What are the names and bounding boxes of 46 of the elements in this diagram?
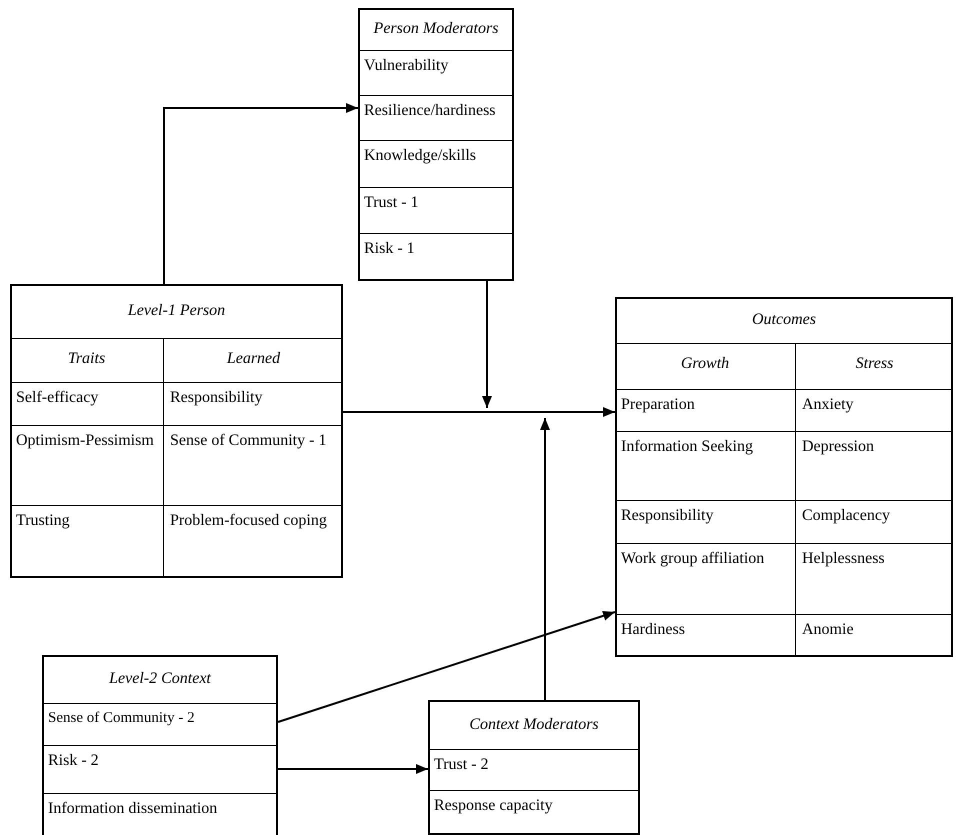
- factor-row: Helplessness: [796, 543, 953, 614]
- factor-row: Knowledge/skills: [358, 140, 514, 187]
- factor-row: Anomie: [796, 614, 953, 657]
- arrow: [540, 418, 550, 700]
- box-title: Level-1 Person: [126, 301, 226, 321]
- factor-row: Complacency: [796, 500, 953, 543]
- factor-row: Risk - 1: [358, 233, 514, 281]
- factor-row: Response capacity: [428, 790, 640, 835]
- factor-row: Anxiety: [796, 389, 953, 431]
- factor-row: Sense of Community - 2: [42, 703, 278, 745]
- factor-row: Depression: [796, 431, 953, 500]
- arrow: [482, 281, 492, 408]
- factor-row: Trust - 2: [428, 749, 640, 790]
- arrow: [343, 407, 615, 417]
- factor-row: Vulnerability: [358, 50, 514, 95]
- factor-row: Hardiness: [615, 614, 796, 657]
- column-heading: Growth: [615, 343, 796, 389]
- table-box: [358, 8, 514, 281]
- box-title: Outcomes: [751, 310, 817, 330]
- factor-row: Trust - 1: [358, 187, 514, 233]
- column-heading: Traits: [10, 338, 164, 382]
- factor-row: Work group affiliation: [615, 543, 796, 614]
- factor-row: Information Seeking: [615, 431, 796, 500]
- factor-row: Responsibility: [164, 382, 343, 425]
- factor-row: Information dissemination: [42, 793, 278, 835]
- factor-row: Responsibility: [615, 500, 796, 543]
- arrow: [278, 764, 428, 774]
- factor-row: Self-efficacy: [10, 382, 164, 425]
- box-title: Context Moderators: [468, 714, 600, 734]
- factor-row: Resilience/hardiness: [358, 95, 514, 140]
- factor-row: Trusting: [10, 505, 164, 578]
- table-box: [428, 700, 640, 835]
- column-heading: Stress: [796, 343, 953, 389]
- table-box: [10, 284, 343, 578]
- arrow: [278, 610, 616, 723]
- factor-row: Risk - 2: [42, 745, 278, 793]
- factor-row: Problem-focused coping: [164, 505, 343, 578]
- table-box: [615, 297, 953, 657]
- factor-row: Optimism-Pessimism: [10, 425, 164, 505]
- box-title: Level-2 Context: [108, 669, 212, 689]
- table-box: [42, 655, 278, 835]
- box-title: Person Moderators: [372, 19, 500, 39]
- factor-row: Sense of Community - 1: [164, 425, 343, 505]
- factor-row: Preparation: [615, 389, 796, 431]
- arrow: [163, 103, 358, 284]
- column-heading: Learned: [164, 338, 343, 382]
